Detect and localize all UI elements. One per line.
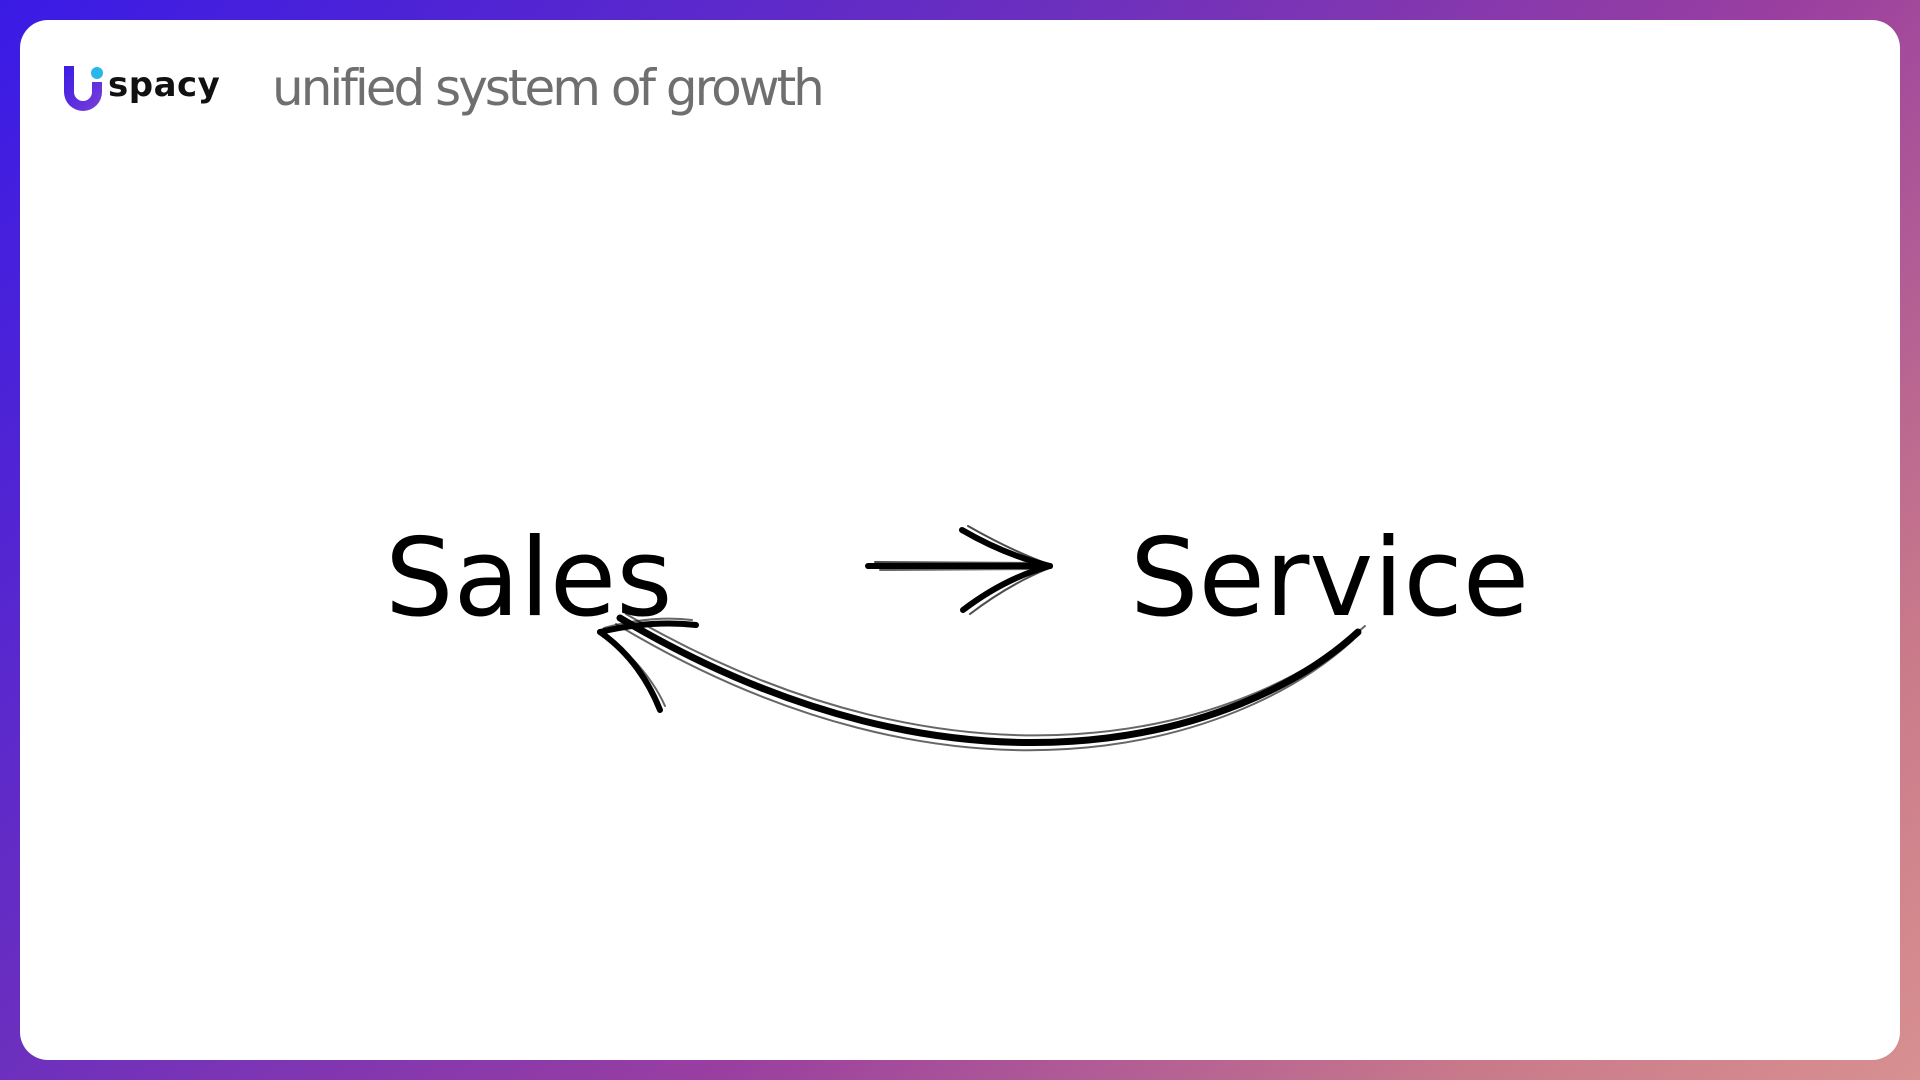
- node-service: Service: [1130, 516, 1530, 641]
- logo-wordmark: spacy: [108, 65, 221, 105]
- step-title: Step 2: [20, 282, 1900, 385]
- node-sales: Sales: [385, 516, 673, 641]
- tagline: unified system of growth: [272, 59, 825, 117]
- slide-card: spacy unified system of growth Step 2 Sa…: [20, 20, 1900, 1060]
- arrow-sales-to-service: [865, 525, 1053, 615]
- uspacy-logo-icon: [64, 66, 103, 111]
- step-title-text: Step 2: [813, 283, 1067, 383]
- diagram-arrows: [597, 525, 1366, 752]
- brand: spacy: [60, 62, 220, 112]
